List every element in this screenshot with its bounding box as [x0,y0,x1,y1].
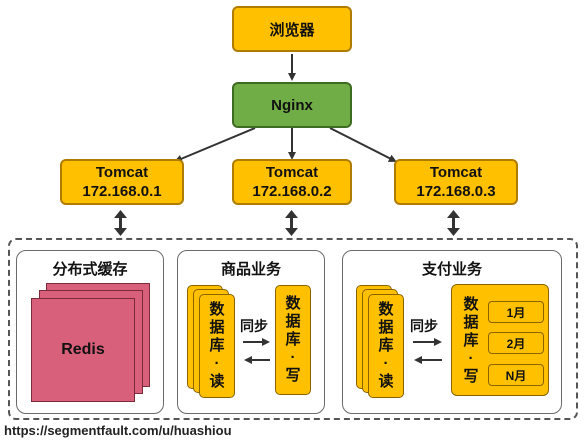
db-char: 据 [463,314,479,331]
db-char: 库 [285,331,301,348]
pay-panel-title: 支付业务 [421,261,482,278]
db-char: 数 [378,301,394,318]
db-char: 库 [463,332,479,349]
db-char: 数 [463,296,479,313]
tomcat-ip: 172.168.0.1 [82,183,162,200]
db-char: · [290,349,296,366]
tomcat-box-3: Tomcat 172.168.0.3 [394,159,518,205]
db-char: 据 [209,319,225,336]
tomcat-box-2: Tomcat 172.168.0.2 [232,159,352,205]
bidirectional-arrow-1 [114,210,127,236]
bidirectional-arrow-3 [447,210,460,236]
arrow-nginx-to-tomcat-3 [329,127,397,162]
db-char: 数 [209,301,225,318]
db-char: 库 [378,337,394,354]
tomcat-name: Tomcat [95,164,149,181]
db-char: 写 [285,367,301,384]
goods-write-db: 数 据 库 · 写 [275,285,311,395]
pay-read-db: 数 据 库 · 读 [368,294,404,398]
month-shard: 1月 [488,301,544,323]
redis-label: Redis [61,341,105,358]
month-shard: 2月 [488,332,544,354]
month-shard: N月 [488,364,544,386]
pay-sync-label: 同步 [410,318,438,334]
arrow-nginx-to-tomcat-1 [174,127,256,163]
redis-layer-front: Redis [31,298,135,402]
tomcat-box-1: Tomcat 172.168.0.1 [60,159,184,205]
nginx-label: Nginx [271,96,313,114]
watermark-url: https://segmentfault.com/u/huashiou [4,423,232,438]
tomcat-name: Tomcat [265,164,319,181]
db-char: 读 [209,373,225,390]
db-char: 写 [463,368,479,385]
browser-box: 浏览器 [232,6,352,52]
db-char: 据 [285,313,301,330]
pay-write-db-text: 数 据 库 · 写 [456,289,486,393]
pay-write-db: 数 据 库 · 写 1月 2月 N月 [451,284,549,396]
tomcat-ip: 172.168.0.2 [252,183,332,200]
goods-read-db: 数 据 库 · 读 [199,294,235,398]
tomcat-ip: 172.168.0.3 [416,183,496,200]
db-char: · [214,355,220,372]
db-char: 据 [378,319,394,336]
goods-sync-label: 同步 [240,318,268,334]
db-char: 读 [378,373,394,390]
db-char: 库 [209,337,225,354]
db-char: · [383,355,389,372]
tomcat-name: Tomcat [429,164,483,181]
cache-panel-title: 分布式缓存 [52,261,128,278]
goods-panel-title: 商品业务 [220,261,281,278]
bidirectional-arrow-2 [285,210,298,236]
nginx-box: Nginx [232,82,352,128]
db-char: · [468,350,474,367]
browser-label: 浏览器 [269,21,315,39]
db-char: 数 [285,295,301,312]
